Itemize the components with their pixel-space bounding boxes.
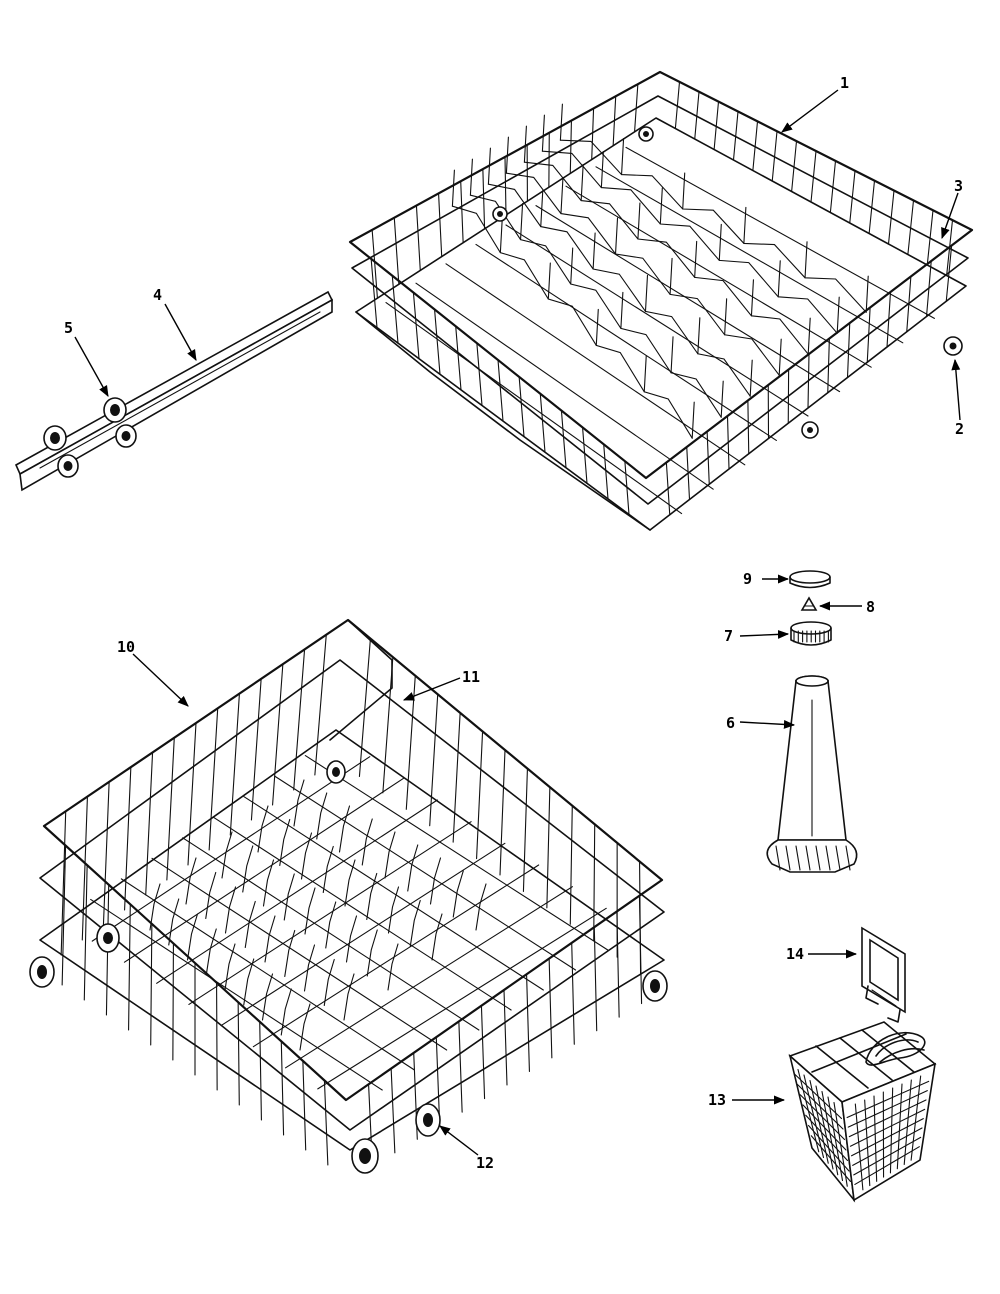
callout-11: 11 [462,668,480,686]
rail-roller [103,397,127,423]
callout-3: 3 [954,177,963,195]
callout-9: 9 [743,570,752,588]
callout-6: 6 [726,714,735,732]
callout-2: 2 [955,420,964,438]
callout-10: 10 [117,638,135,656]
lower-rack-wheel [326,760,346,784]
callout-4: 4 [153,286,162,304]
callout-7: 7 [724,627,733,645]
callout-labels: 1 2 3 4 5 6 7 8 9 10 11 12 13 14 [64,74,964,1172]
rail-roller [57,454,79,478]
lower-rack-wheel [351,1138,379,1174]
spray-tower [766,675,858,873]
callout-8: 8 [866,598,875,616]
upper-rack-wheel [943,336,963,356]
callout-1: 1 [840,74,849,92]
leader-lines [74,89,961,1156]
upper-rack-wheel [638,126,654,142]
tower-nut [800,596,818,611]
lower-rack-wheel [642,970,668,1002]
callout-5: 5 [64,319,73,337]
basket-handle [861,926,906,1023]
tower-collar [790,621,832,646]
lower-rack [29,618,668,1174]
lower-rack-wheel [29,956,55,988]
lower-rack-wheel [415,1103,441,1137]
rail-roller [115,424,137,448]
rail-roller [43,425,67,451]
callout-14: 14 [786,945,804,963]
cutlery-basket [788,1021,937,1203]
upper-rack [348,70,974,531]
rack-rail [14,290,334,492]
upper-rack-wheel [801,421,819,439]
tower-cap [789,570,831,589]
callout-12: 12 [476,1154,494,1172]
upper-rack-wheel [492,206,508,222]
lower-rack-wheel [96,923,120,953]
callout-13: 13 [708,1091,726,1109]
